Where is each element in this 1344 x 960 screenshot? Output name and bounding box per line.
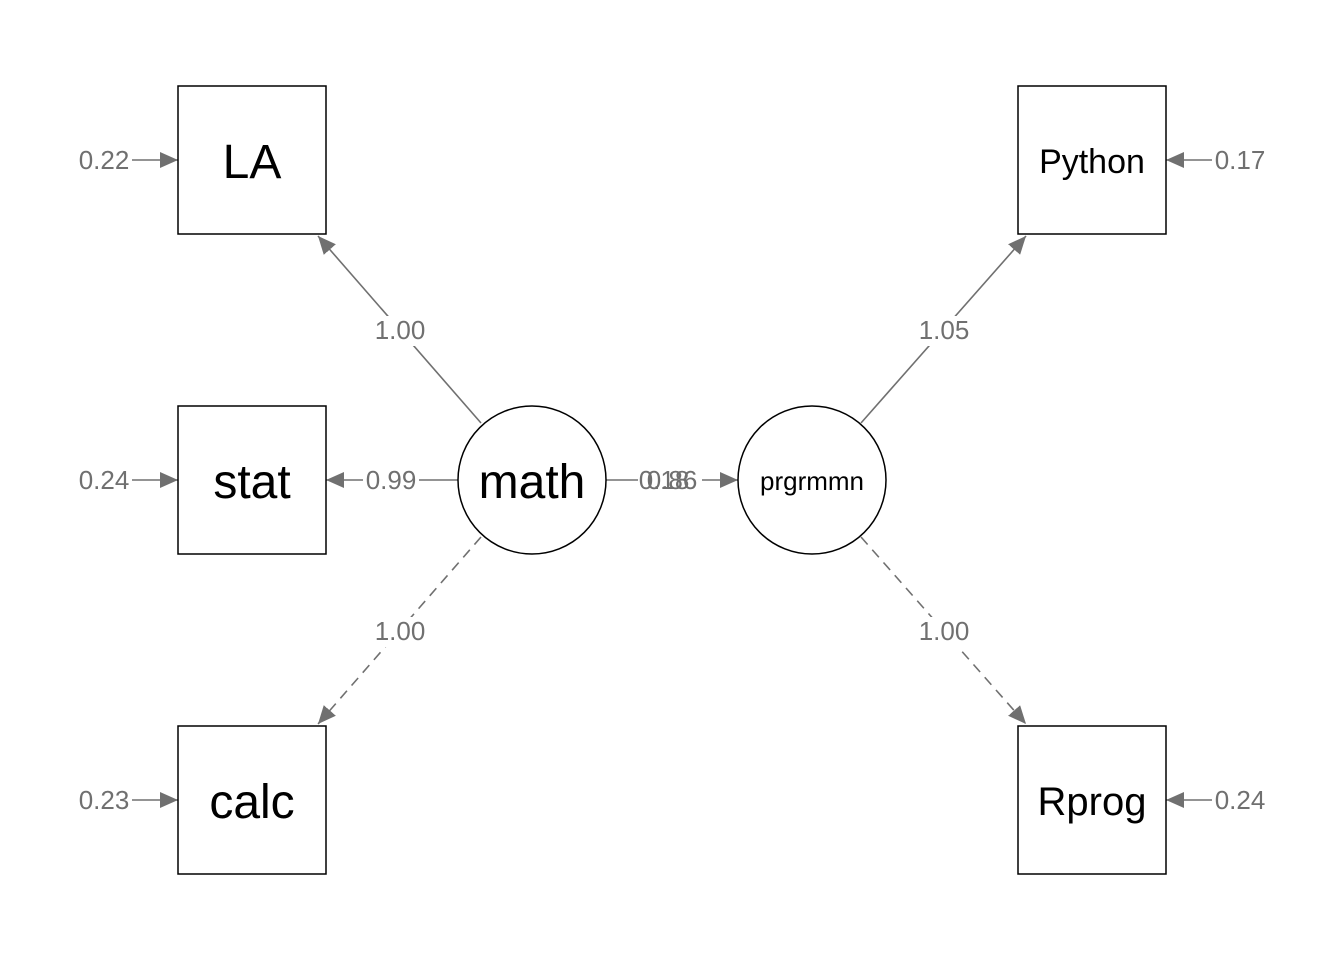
loading-label-math-stat: 0.99 (366, 465, 417, 495)
node-math-label: math (479, 456, 586, 509)
loading-label-math-la: 1.00 (375, 315, 426, 345)
node-math-circle (457, 405, 607, 555)
node-stat-label: stat (213, 456, 290, 509)
regression-label-b: 0.86 (647, 465, 698, 495)
node-stat-box (177, 405, 327, 555)
regression-label-a: 0.18 (639, 465, 690, 495)
node-la-label: LA (223, 136, 282, 189)
label-halo (916, 316, 972, 346)
residual-label-python: 0.17 (1215, 145, 1266, 175)
node-prog-circle (737, 405, 887, 555)
label-halo (372, 316, 428, 346)
residual-label-la: 0.22 (79, 145, 130, 175)
node-python-box (1017, 85, 1167, 235)
label-halo (363, 466, 419, 496)
residual-label-rprog: 0.24 (1215, 785, 1266, 815)
residual-label-calc: 0.23 (79, 785, 130, 815)
residual-label-stat: 0.24 (79, 465, 130, 495)
node-rprog-box (1017, 725, 1167, 875)
node-calc-box (177, 725, 327, 875)
node-prog-label: prgrmmn (760, 466, 864, 496)
node-la-box (177, 85, 327, 235)
loading-label-prog-rprog: 1.00 (919, 616, 970, 646)
node-calc-label: calc (209, 776, 294, 829)
label-halo (372, 617, 428, 647)
label-halo (638, 466, 702, 496)
loading-label-math-calc: 1.00 (375, 616, 426, 646)
node-python-label: Python (1039, 143, 1145, 181)
label-halo (916, 617, 972, 647)
loading-label-prog-python: 1.05 (919, 315, 970, 345)
node-rprog-label: Rprog (1038, 780, 1147, 824)
